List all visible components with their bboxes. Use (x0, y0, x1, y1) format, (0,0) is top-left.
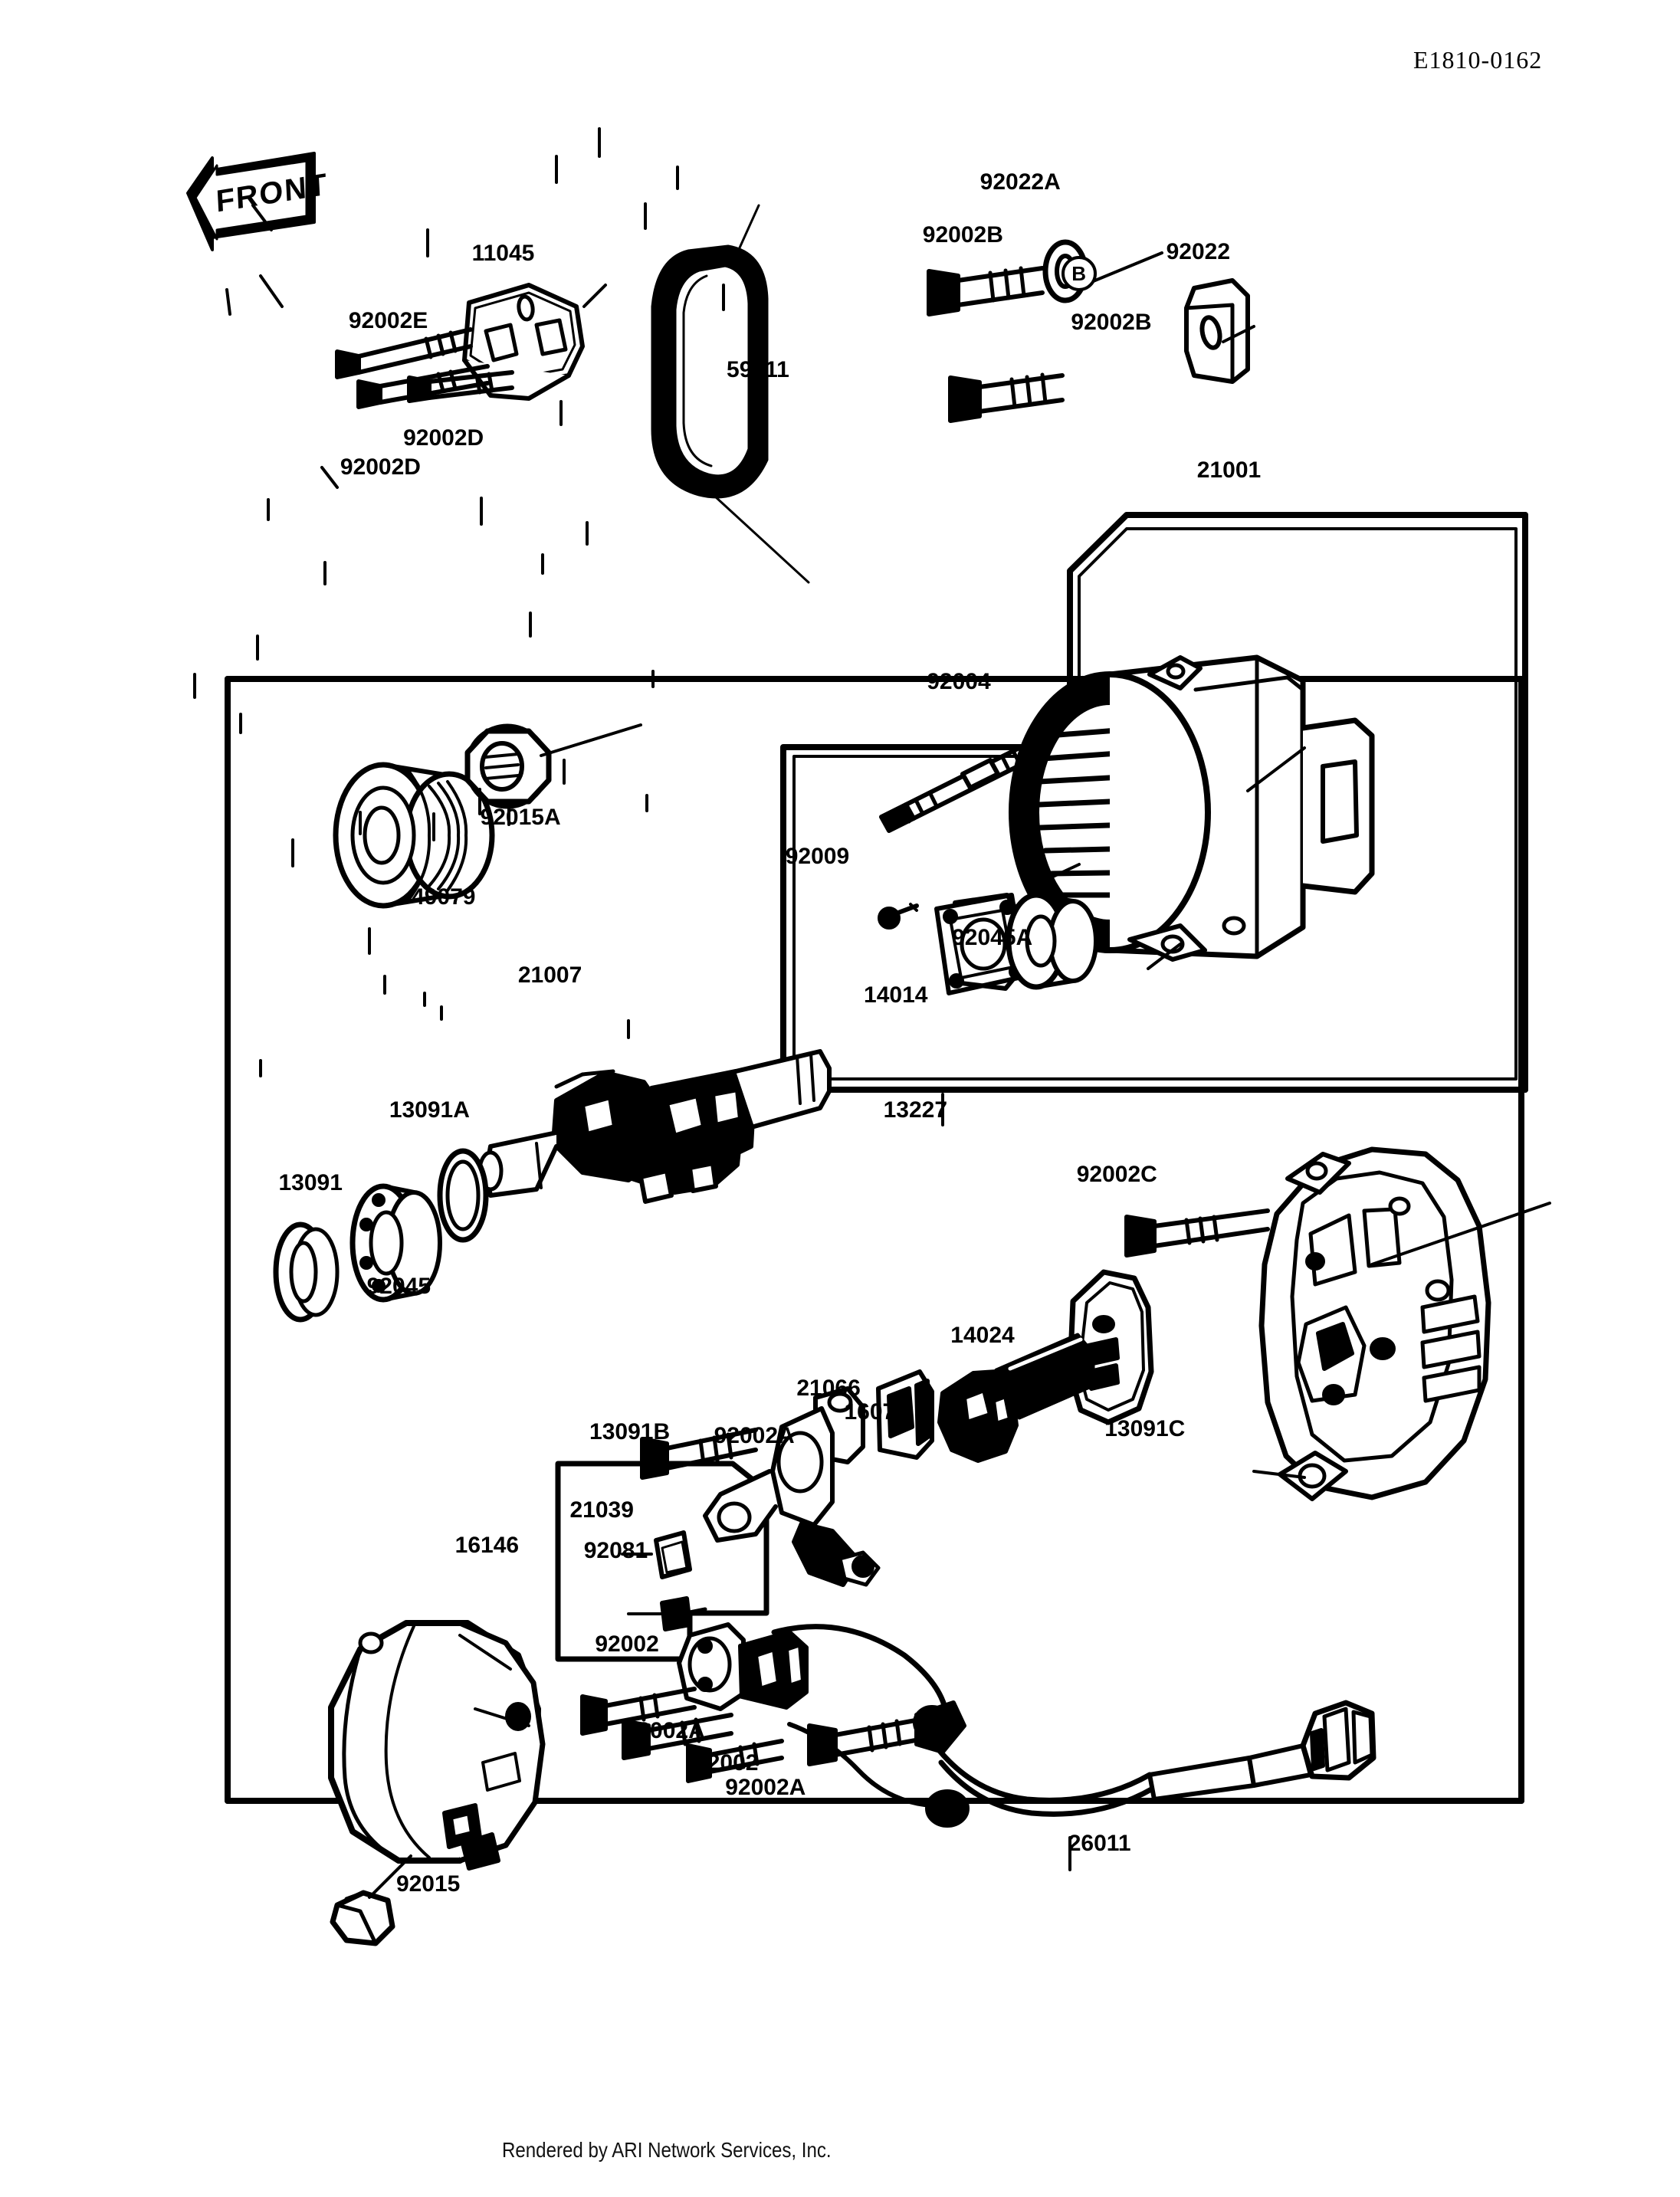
part-label-bolt: 92002A (624, 1718, 705, 1744)
bearing-92045 (349, 1183, 442, 1303)
part-label-bolt: 92002A (714, 1423, 795, 1449)
part-label-pulley-nut: 92015A (480, 805, 561, 831)
part-label-bolt: 92002A (725, 1774, 806, 1800)
part-label-v-belt: 59011 (727, 356, 789, 382)
part-label-seal: 13091C (1104, 1416, 1186, 1442)
part-label-bolt: 92002B (1071, 309, 1152, 335)
regulator-21066 (703, 1386, 881, 1587)
part-label-bolt: 92002 (595, 1631, 659, 1658)
footer-credit: Rendered by ARI Network Services, Inc. (502, 2138, 832, 2162)
part-label-nut: 92015 (395, 1871, 461, 1897)
brush-holder-14024 (937, 1333, 1095, 1463)
part-label-bolt: 92002 (694, 1750, 759, 1776)
bolt-92002a-lower-1 (622, 1713, 733, 1760)
part-label-seal: 13091 (278, 1169, 343, 1195)
part-label-bolt: 92002B (922, 222, 1003, 248)
drawing-number: E1810-0162 (1413, 46, 1543, 74)
through-bolt-92004 (879, 746, 1029, 833)
part-label-spring: 92081 (583, 1537, 648, 1563)
part-label-regulator: 21066 (796, 1376, 861, 1402)
nut-92015a (464, 723, 552, 809)
rotor-part (477, 1049, 832, 1204)
part-label-bracket: 11045 (471, 241, 535, 267)
part-label-gasket-plate: 14014 (864, 982, 928, 1008)
part-label-rotor: 21007 (517, 962, 582, 989)
part-label-insulator: 16073 (844, 1399, 908, 1425)
screw-92009 (878, 903, 919, 930)
front-arrow-icon (186, 152, 316, 251)
lower-bracket (677, 1622, 809, 1711)
part-label-pulley: 49079 (412, 884, 476, 910)
part-label-bolt: 92002D (403, 425, 484, 451)
part-label-brush-holder: 14024 (950, 1322, 1015, 1348)
bolt-92002-lower-1 (580, 1687, 697, 1736)
part-label-end-cover: 16146 (454, 1532, 520, 1558)
pulley-part (333, 762, 495, 909)
v-belt-part (651, 244, 769, 499)
seal-13091a (437, 1148, 489, 1243)
part-label-bearing: 92045A (952, 925, 1033, 951)
part-label-bolt: 92002E (348, 307, 428, 333)
part-label-spacer: 92022 (1166, 239, 1231, 265)
bolt-92002b-1 (927, 266, 1045, 316)
bolt-92002-lower-2 (686, 1739, 784, 1783)
bolt-92002b-2 (948, 372, 1065, 423)
part-label-lead-wire: 26011 (1068, 1830, 1131, 1856)
callout-marker-b: B (1061, 256, 1097, 292)
bolt-92002a-upper (640, 1428, 758, 1480)
nut-92015 (330, 1890, 395, 1946)
insulator-16073 (876, 1369, 934, 1460)
part-label-seal: 13091A (389, 1097, 470, 1123)
part-label-screw: 92009 (785, 844, 850, 870)
bracket-part (462, 283, 585, 401)
part-label-brush: 21039 (569, 1497, 634, 1523)
bolt-92002d-1 (356, 364, 490, 409)
bolt-92002c (1124, 1208, 1270, 1258)
end-cover-part (328, 1620, 546, 1871)
part-label-seal-box: 13091B (589, 1418, 671, 1444)
rear-housing-part (1258, 1146, 1491, 1501)
part-label-washer: 92022A (979, 169, 1061, 195)
bolt-92002e (335, 327, 473, 379)
seal-13091 (273, 1221, 340, 1323)
part-label-stator-box: 13227 (883, 1097, 948, 1123)
part-label-bolt: 92002C (1076, 1161, 1157, 1187)
spring-92081 (660, 1596, 692, 1631)
part-label-alternator-assembly: 21001 (1196, 457, 1262, 484)
bearing-92045a (953, 892, 1098, 991)
part-label-through-bolt: 92004 (927, 668, 991, 694)
spacer-92022 (1184, 278, 1250, 384)
bolt-92002d-2 (407, 370, 514, 403)
lead-wire-part (771, 1624, 1376, 1828)
part-label-bearing: 92045 (366, 1273, 431, 1299)
part-label-bolt: 92002D (340, 454, 421, 480)
